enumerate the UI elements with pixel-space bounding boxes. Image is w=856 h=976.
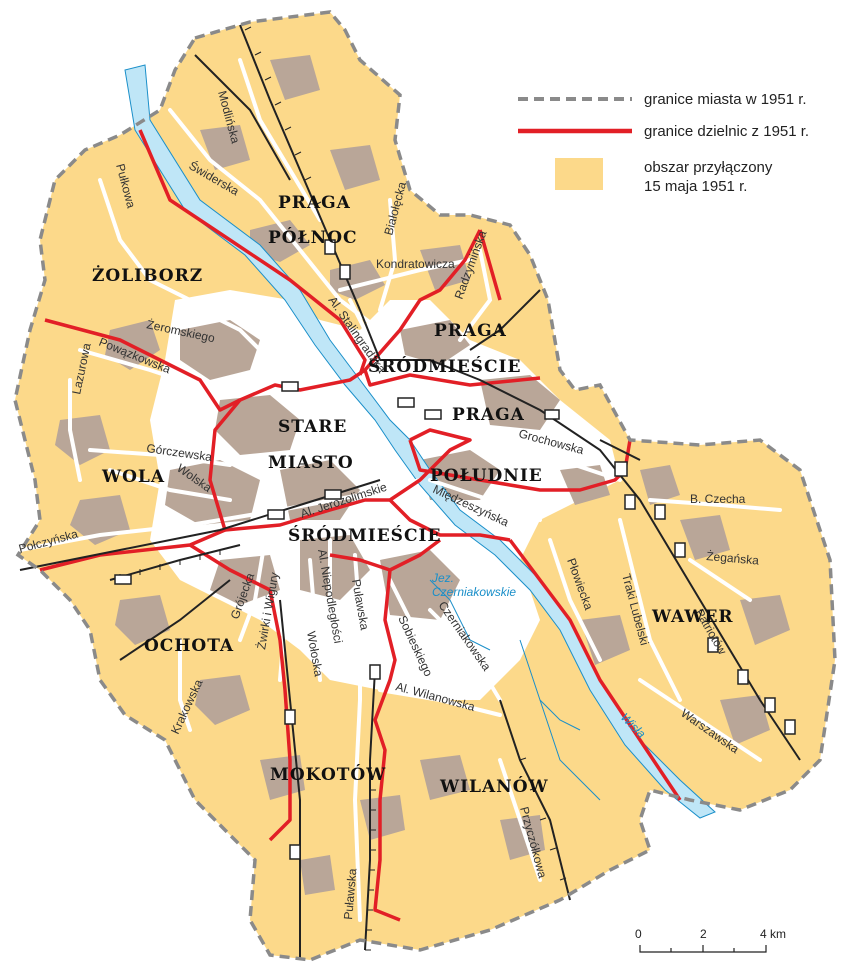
scale-tick-label: 2 (700, 927, 707, 941)
railway-stations (114, 239, 796, 860)
district-label: PRAGA (278, 193, 351, 213)
district-label: WOLA (101, 467, 165, 487)
scale-bar: 0 2 4 km (635, 927, 786, 953)
street-label: B. Czecha (690, 492, 746, 506)
street-label: Kondratowicza (376, 257, 455, 271)
legend-annexed-swatch (555, 158, 603, 190)
district-boundaries (39, 129, 682, 922)
district-label: ŚRÓDMIEŚCIE (288, 525, 441, 546)
district-label: MIASTO (268, 453, 354, 473)
district-label: ŻOLIBORZ (92, 265, 203, 286)
city-boundary (13, 10, 837, 962)
district-label: WILANÓW (439, 776, 549, 797)
legend-annexed-label-2: 15 maja 1951 r. (644, 178, 747, 195)
district-label: PÓŁNOC (268, 227, 358, 248)
district-label: OCHOTA (144, 636, 234, 656)
legend-city-boundary-label: granice miasta w 1951 r. (644, 91, 807, 108)
street-label: Żegańska (706, 549, 760, 568)
district-labels: PRAGA PÓŁNOC ŻOLIBORZ PRAGA ŚRÓDMIEŚCIE … (92, 193, 734, 797)
legend-annexed-label: obszar przyłączony (644, 159, 773, 176)
builtup-areas (55, 55, 790, 895)
scale-tick-label: 0 (635, 927, 642, 941)
legend: granice miasta w 1951 r. granice dzielni… (518, 91, 809, 195)
district-label: MOKOTÓW (270, 764, 386, 785)
district-label: STARE (278, 417, 347, 437)
district-label: PRAGA (434, 321, 507, 341)
lake-label: Jez. (431, 571, 454, 585)
railway-ticks (119, 26, 567, 951)
lake-label-2: Czerniakowskie (432, 585, 516, 599)
streams (429, 579, 601, 801)
scale-tick-label: 4 km (760, 927, 786, 941)
street-label: Puławska (341, 868, 359, 921)
roads (18, 58, 782, 922)
district-label: PRAGA (452, 405, 525, 425)
district-label: POŁUDNIE (430, 466, 543, 486)
district-label: WAWER (651, 607, 734, 627)
district-label: ŚRÓDMIEŚCIE (368, 356, 521, 377)
legend-district-boundary-label: granice dzielnic z 1951 r. (644, 123, 809, 140)
vistula-river (124, 64, 716, 819)
